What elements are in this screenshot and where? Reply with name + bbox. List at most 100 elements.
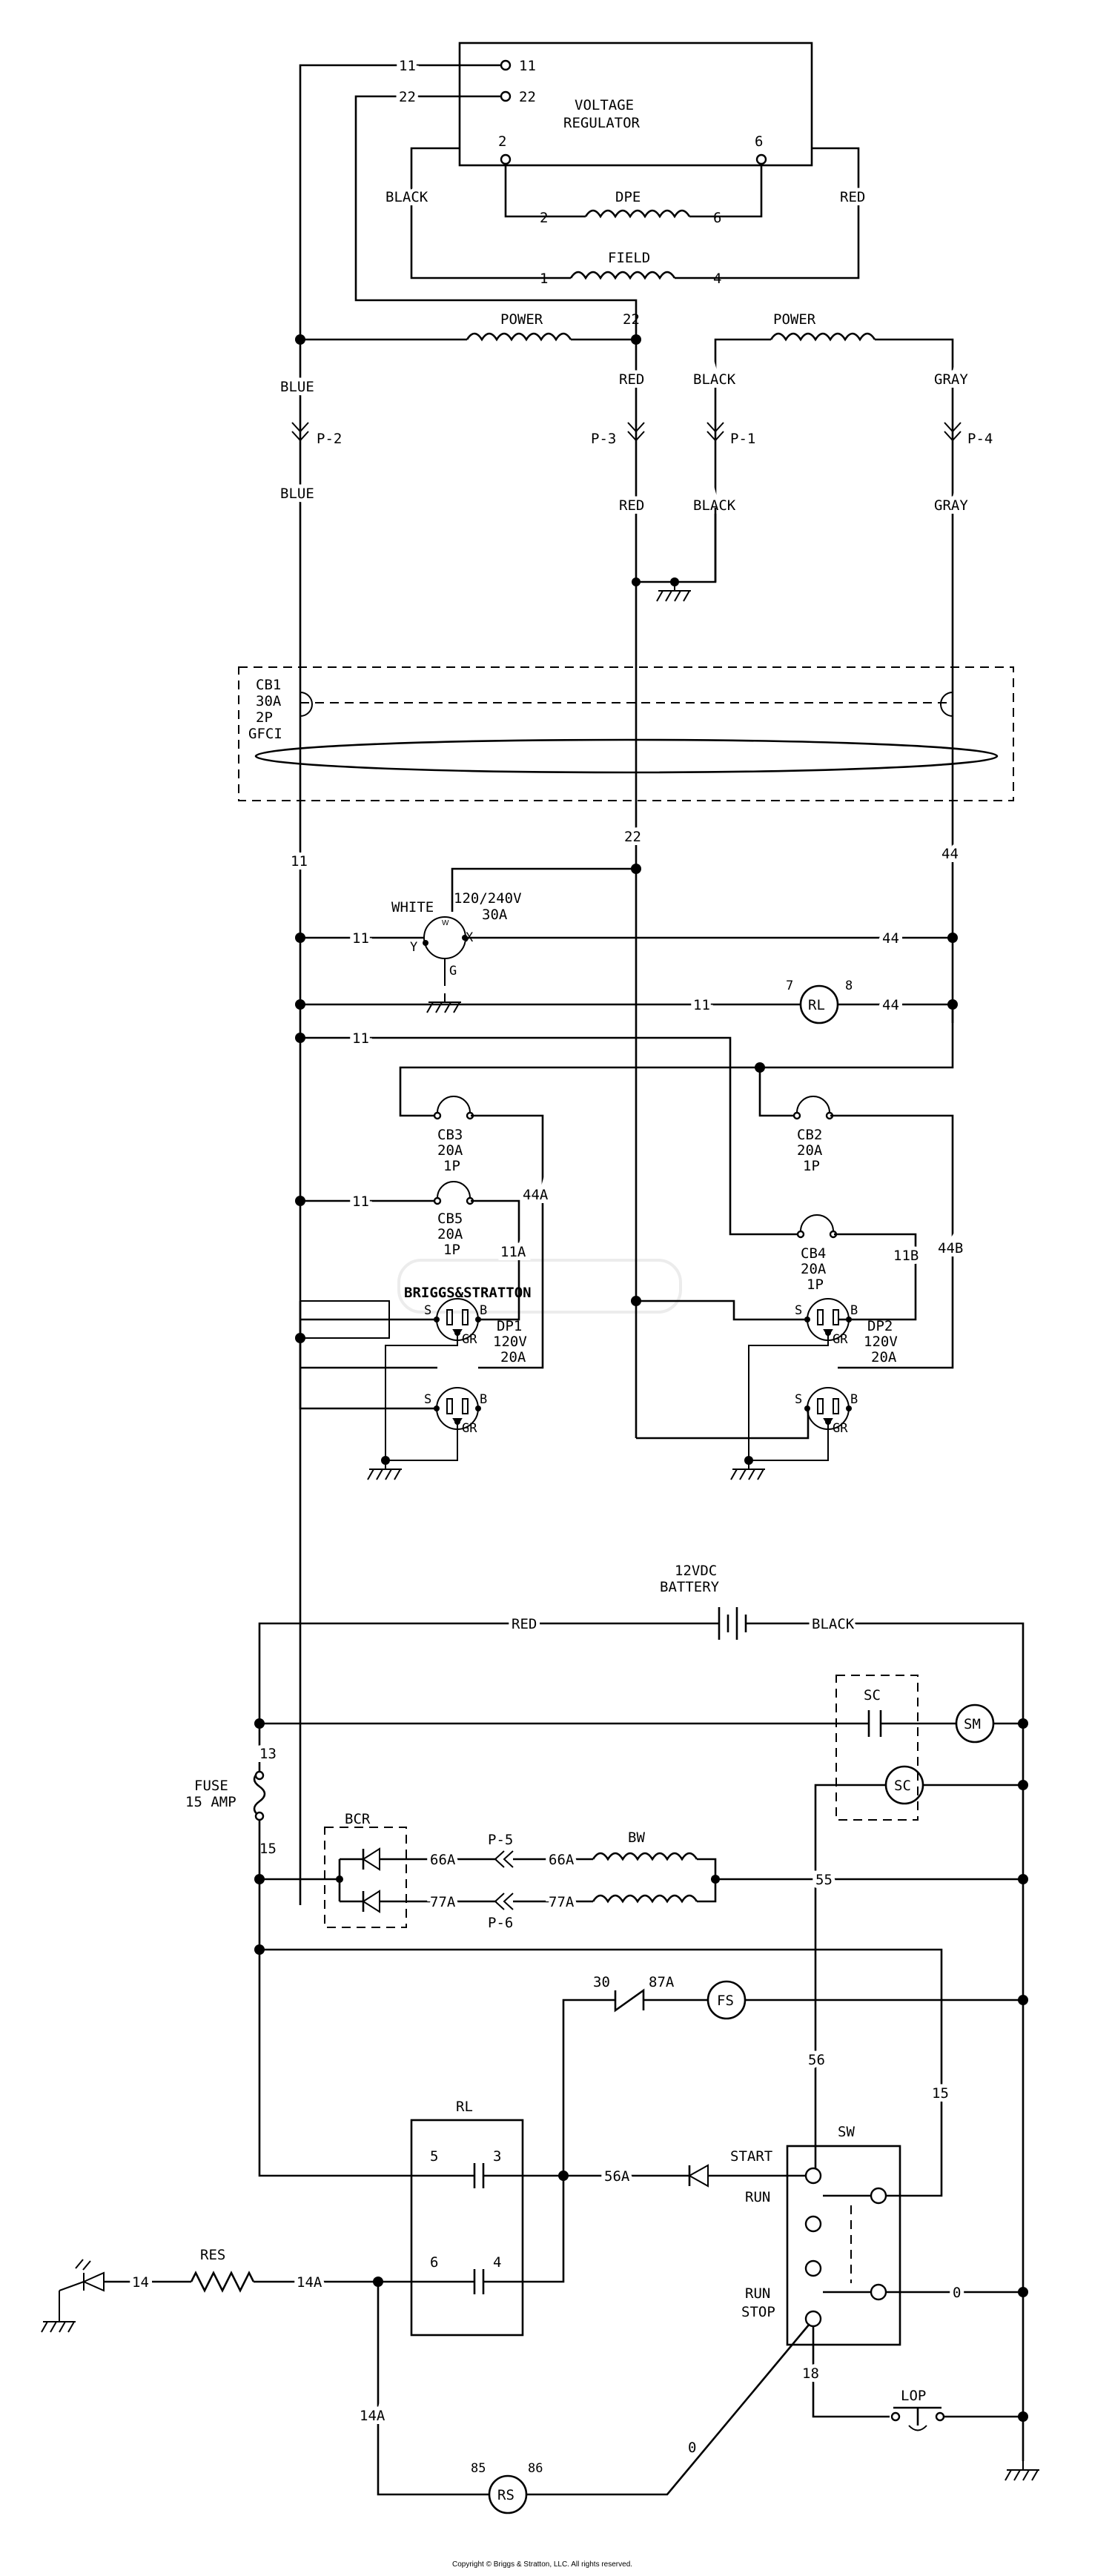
svg-text:BLACK: BLACK (693, 371, 736, 388)
svg-text:1P: 1P (443, 1242, 460, 1258)
svg-text:P-4: P-4 (967, 431, 993, 447)
dc-section: 12VDC BATTERY RED BLACK SC SM 13 FUSE 15… (41, 1563, 1040, 2514)
svg-text:W: W (442, 919, 449, 927)
svg-text:22: 22 (623, 311, 640, 328)
svg-text:11: 11 (291, 853, 308, 870)
svg-text:B: B (480, 1392, 487, 1407)
svg-text:11: 11 (519, 58, 536, 74)
svg-text:WHITE: WHITE (391, 899, 434, 915)
svg-text:CB3: CB3 (437, 1127, 463, 1143)
svg-text:11: 11 (352, 1030, 369, 1047)
svg-text:56: 56 (808, 2052, 825, 2068)
svg-text:G: G (449, 964, 457, 979)
svg-text:BLUE: BLUE (280, 379, 314, 395)
svg-text:RUN: RUN (745, 2285, 770, 2302)
svg-text:44: 44 (941, 846, 959, 862)
svg-text:11: 11 (693, 997, 710, 1013)
svg-text:120V: 120V (493, 1334, 527, 1350)
svg-text:0: 0 (953, 2285, 961, 2301)
svg-text:30A: 30A (482, 907, 508, 923)
svg-text:7: 7 (786, 979, 793, 993)
svg-text:FUSE: FUSE (194, 1778, 228, 1794)
svg-text:14: 14 (132, 2274, 149, 2291)
svg-text:55: 55 (815, 1872, 833, 1888)
svg-text:20A: 20A (801, 1261, 827, 1277)
svg-text:GRAY: GRAY (934, 497, 968, 514)
svg-text:SW: SW (838, 2124, 855, 2140)
svg-text:2: 2 (540, 210, 548, 226)
svg-text:1P: 1P (443, 1158, 460, 1174)
outlet-section: 11 22 44 120/240V 30A WHITE Y X W G 11 4… (287, 825, 967, 1480)
svg-text:12VDC: 12VDC (675, 1563, 717, 1579)
svg-text:VOLTAGE: VOLTAGE (575, 97, 634, 113)
svg-text:P-1: P-1 (730, 431, 755, 447)
cb1-gfci: CB1 30A 2P GFCI (238, 666, 1014, 801)
resistor (190, 2271, 255, 2293)
svg-text:GR: GR (833, 1332, 848, 1347)
svg-text:4: 4 (713, 271, 721, 287)
svg-text:Y: Y (410, 940, 417, 955)
svg-text:DP2: DP2 (867, 1318, 893, 1334)
svg-text:B: B (850, 1303, 858, 1318)
svg-text:120/240V: 120/240V (454, 890, 522, 907)
svg-text:11B: 11B (893, 1248, 919, 1264)
svg-text:11A: 11A (500, 1244, 526, 1260)
svg-text:44: 44 (882, 930, 899, 947)
svg-text:22: 22 (519, 89, 536, 105)
svg-text:B: B (480, 1303, 487, 1318)
svg-text:14A: 14A (360, 2408, 385, 2424)
svg-text:4: 4 (493, 2254, 501, 2271)
svg-text:6: 6 (755, 133, 763, 150)
connectors: BLUE P-2 BLUE RED P-3 RED BLACK P-1 BLAC… (277, 340, 993, 1438)
svg-text:1: 1 (540, 271, 548, 287)
vr-terminal-22 (500, 90, 512, 102)
svg-text:56A: 56A (604, 2168, 630, 2185)
battery-winding-upper (592, 1852, 698, 1861)
svg-text:RL: RL (456, 2099, 473, 2115)
svg-text:66A: 66A (430, 1852, 456, 1868)
svg-text:22: 22 (624, 829, 641, 845)
sw-stop-terminal (804, 2310, 822, 2328)
svg-text:22: 22 (399, 89, 416, 105)
svg-text:GR: GR (462, 1421, 477, 1436)
svg-text:P-2: P-2 (317, 431, 342, 447)
svg-text:POWER: POWER (773, 311, 816, 328)
svg-text:CB5: CB5 (437, 1211, 463, 1227)
svg-text:GRAY: GRAY (934, 371, 968, 388)
svg-text:15 AMP: 15 AMP (185, 1794, 236, 1810)
power-coil-left (466, 332, 572, 342)
ignition-switch (786, 2145, 901, 2346)
vr-terminal-6 (755, 153, 767, 165)
svg-text:P-5: P-5 (488, 1832, 513, 1848)
svg-text:B: B (850, 1392, 858, 1407)
svg-text:44A: 44A (523, 1187, 549, 1203)
svg-text:11: 11 (399, 58, 416, 74)
voltage-regulator: VOLTAGE REGULATOR 11 22 2 6 (458, 42, 813, 167)
svg-text:44: 44 (882, 997, 899, 1013)
watermark-frame (397, 1259, 682, 1314)
svg-text:RED: RED (619, 497, 644, 514)
svg-text:44B: 44B (938, 1240, 963, 1256)
svg-text:STOP: STOP (741, 2304, 775, 2320)
svg-text:S: S (795, 1392, 802, 1407)
sw-start-terminal (804, 2167, 822, 2185)
led-indicator (82, 2271, 105, 2292)
svg-text:20A: 20A (437, 1142, 463, 1159)
svg-text:RED: RED (840, 189, 865, 205)
vr-terminal-11 (500, 59, 512, 71)
svg-text:FIELD: FIELD (608, 250, 650, 266)
svg-text:BLUE: BLUE (280, 486, 314, 502)
svg-text:11: 11 (352, 1193, 369, 1210)
svg-text:S: S (424, 1303, 431, 1318)
vr-terminal-2 (500, 153, 512, 165)
svg-text:P-6: P-6 (488, 1915, 513, 1931)
svg-text:START: START (730, 2148, 772, 2165)
svg-text:BLACK: BLACK (385, 189, 428, 205)
svg-text:S: S (795, 1303, 802, 1318)
copyright: Copyright © Briggs & Stratton, LLC. All … (452, 2560, 632, 2569)
svg-text:2: 2 (498, 133, 506, 150)
svg-text:POWER: POWER (500, 311, 543, 328)
svg-text:77A: 77A (430, 1894, 456, 1910)
svg-text:DP1: DP1 (497, 1318, 522, 1334)
field-coil (569, 271, 676, 280)
